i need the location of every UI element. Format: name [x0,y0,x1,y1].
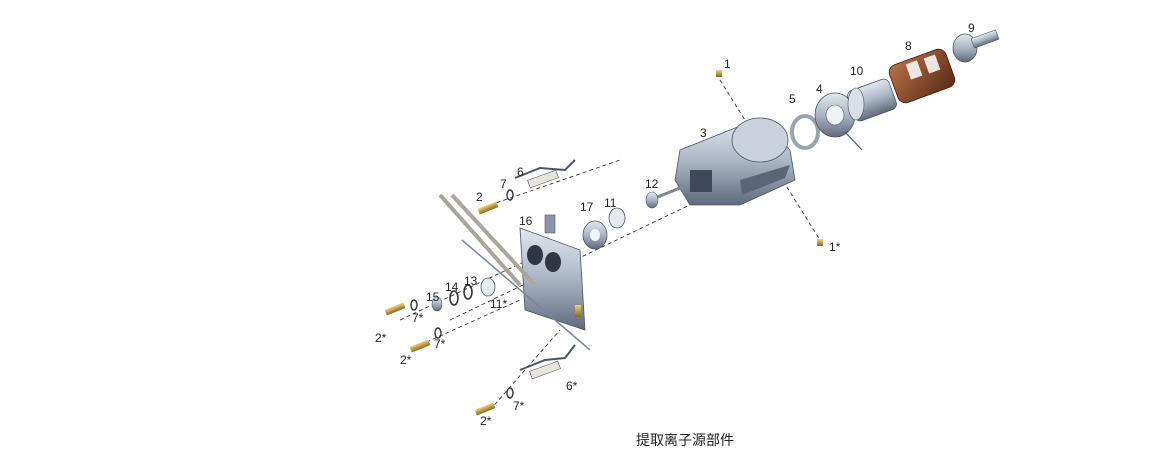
label-4: 4 [816,82,823,96]
o-ring-b-part [449,290,459,306]
washer-spare-c-part [506,387,514,399]
label-6: 6 [517,165,524,179]
label-15: 15 [426,290,440,304]
label-1: 1 [724,57,731,71]
label-13: 13 [464,274,478,288]
lens-plate-assembly-part [519,214,586,331]
label-11s: 11* [490,297,507,311]
label-7s-c: 7* [513,399,525,413]
label-11: 11 [604,196,617,210]
set-screw-part [716,70,722,77]
spacer-part [608,207,626,229]
label-3: 3 [700,126,707,140]
clip-spare-part [519,344,576,380]
screw-part [477,201,499,215]
label-2s-a: 2* [375,331,387,345]
magnet-holder-part [814,92,863,151]
label-12: 12 [645,177,659,191]
set-screw-spare-part [817,239,823,246]
label-7: 7 [500,177,507,191]
label-5: 5 [789,92,796,106]
label-8: 8 [905,39,912,53]
heater-rods-part [438,193,591,351]
label-14: 14 [445,280,459,294]
label-1s: 1* [829,240,841,254]
label-2s-c: 2* [480,414,492,428]
label-2: 2 [476,190,483,204]
screw-spare-c-part [474,402,496,416]
label-2s-b: 2* [400,353,412,367]
washer-part [506,189,514,201]
end-fitting-part [952,29,1000,63]
washer-spare-b-part [434,327,442,339]
label-9: 9 [968,21,975,35]
label-7s-a: 7* [412,311,424,325]
insulator-part [480,277,496,297]
main-body-part [674,117,796,206]
o-ring-part [463,284,473,300]
clip-part [514,159,576,189]
label-16: 16 [519,214,533,228]
ring-part [790,114,820,150]
label-17: 17 [580,200,594,214]
washer-spare-a-part [410,299,418,311]
label-6s: 6* [566,379,578,393]
label-7s-b: 7* [434,337,446,351]
copper-cage-part [888,48,956,104]
label-10: 10 [850,64,864,78]
figure-caption: 提取离子源部件 [636,433,734,449]
filament-part [645,186,681,209]
nut-part [431,296,443,312]
part-labels: 1 1* 2 2* 2* 2* 3 4 5 6 6* 7 7* 7* 7* 8 … [375,21,975,428]
cylinder-part [847,78,897,122]
lens-part [582,220,608,250]
screw-spare-b-part [409,339,431,353]
screw-spare-a-part [384,302,406,316]
